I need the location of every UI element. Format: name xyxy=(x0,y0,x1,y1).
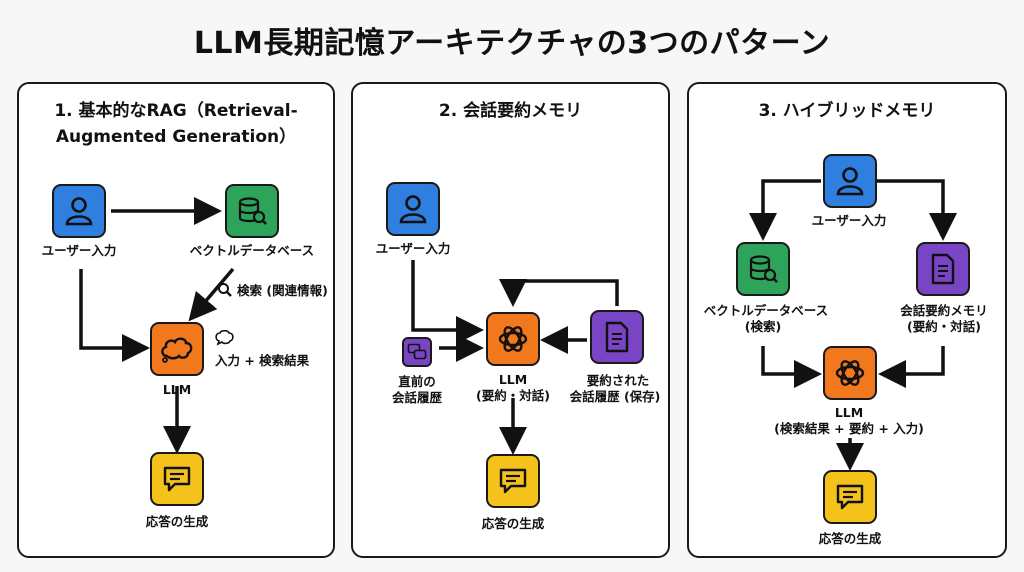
response-label: 応答の生成 xyxy=(818,531,882,546)
database-search-icon xyxy=(749,255,778,283)
search-icon xyxy=(218,283,232,297)
user-icon xyxy=(836,167,864,196)
llm-label-1: LLM xyxy=(498,372,528,387)
summary-memory-label-1: 会話要約メモリ xyxy=(900,303,988,318)
chat-history-icon xyxy=(407,343,427,360)
previous-history-node xyxy=(402,337,432,367)
vector-db-node xyxy=(225,184,279,238)
user-input-node xyxy=(386,182,440,236)
llm-knot-icon xyxy=(498,326,528,352)
user-input-label: ユーザー入力 xyxy=(811,213,887,228)
llm-label-2: (要約・対話) xyxy=(476,388,550,403)
response-label: 応答の生成 xyxy=(481,516,545,531)
summary-history-node xyxy=(590,310,644,364)
summary-memory-label-2: (要約・対話) xyxy=(907,319,981,334)
vector-db-label: ベクトルデータベース xyxy=(189,243,315,258)
panel-title-line1: 1. 基本的なRAG（Retrieval- xyxy=(54,101,298,121)
response-label: 応答の生成 xyxy=(145,514,209,529)
panel-summary-memory: 2. 会話要約メモリ ユーザー入力 直前の 会話履歴 LLM (要約・対話) 要… xyxy=(351,82,670,558)
search-note: 検索 (関連情報) xyxy=(237,283,328,298)
message-icon xyxy=(836,484,864,510)
previous-history-label-2: 会話履歴 xyxy=(391,390,442,405)
document-icon xyxy=(931,253,955,285)
response-node xyxy=(823,470,877,524)
message-icon xyxy=(499,468,527,494)
panel-basic-rag: 1. 基本的なRAG（Retrieval- Augmented Generati… xyxy=(17,82,335,558)
panel-title: 2. 会話要約メモリ xyxy=(438,101,583,121)
user-input-node xyxy=(52,184,106,238)
chat-bubble-icon xyxy=(215,330,234,346)
previous-history-label-1: 直前の xyxy=(398,374,436,389)
thought-cloud-icon xyxy=(161,337,193,363)
vector-db-label-1: ベクトルデータベース xyxy=(703,303,829,318)
llm-label-2: (検索結果 + 要約 + 入力) xyxy=(774,421,924,436)
document-icon xyxy=(605,321,629,353)
response-node xyxy=(486,454,540,508)
llm-label-1: LLM xyxy=(834,405,864,420)
vector-db-label-2: (検索) xyxy=(744,319,782,334)
llm-node xyxy=(823,346,877,400)
llm-node xyxy=(150,322,204,376)
llm-label: LLM xyxy=(162,382,192,397)
user-input-label: ユーザー入力 xyxy=(375,241,451,256)
user-input-node xyxy=(823,154,877,208)
input-note: 入力 + 検索結果 xyxy=(215,353,310,368)
llm-node xyxy=(486,312,540,366)
vector-db-node xyxy=(736,242,790,296)
panel-title-line2: Augmented Generation） xyxy=(55,127,297,147)
user-icon xyxy=(399,195,427,224)
user-icon xyxy=(65,197,93,226)
summary-history-label-1: 要約された xyxy=(586,373,650,388)
panel-hybrid-memory: 3. ハイブリッドメモリ ユーザー入力 ベクトルデータベース (検索) 会話要約… xyxy=(687,82,1007,558)
summary-memory-node xyxy=(916,242,970,296)
response-node xyxy=(150,452,204,506)
message-icon xyxy=(163,466,191,492)
panel-title: 3. ハイブリッドメモリ xyxy=(758,101,936,121)
summary-history-label-2: 会話履歴 (保存) xyxy=(569,389,661,404)
llm-knot-icon xyxy=(835,360,865,386)
user-input-label: ユーザー入力 xyxy=(41,243,117,258)
page-title: LLM長期記憶アーキテクチャの3つのパターン xyxy=(193,26,831,61)
database-search-icon xyxy=(238,197,267,225)
